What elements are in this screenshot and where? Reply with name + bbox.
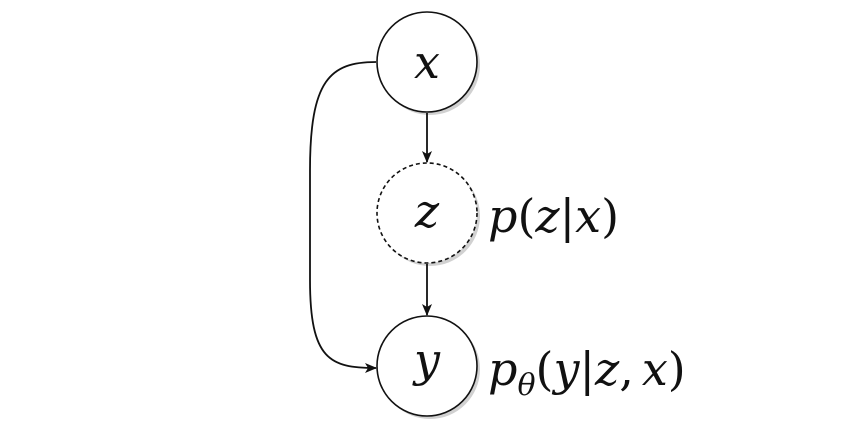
node-x-label: x bbox=[414, 35, 440, 89]
node-y-label: y bbox=[412, 333, 441, 387]
pz-func: p bbox=[488, 189, 517, 243]
node-y-circle bbox=[376, 315, 478, 417]
pz-open-paren: ( bbox=[517, 189, 535, 243]
pz-bar: | bbox=[560, 189, 576, 243]
pz-close-paren: ) bbox=[601, 189, 619, 243]
py-open-paren: ( bbox=[536, 342, 554, 396]
py-subscript-theta: θ bbox=[517, 368, 535, 403]
py-var-z: z bbox=[594, 342, 620, 396]
py-bar: | bbox=[579, 342, 595, 396]
py-func: p bbox=[488, 342, 517, 396]
pz-var-x: x bbox=[575, 189, 601, 243]
annotation-p-theta-y-given-zx: pθ(y|z,x) bbox=[488, 342, 686, 403]
pz-var-z: z bbox=[534, 189, 560, 243]
py-close-paren: ) bbox=[668, 342, 686, 396]
node-y: y bbox=[376, 315, 480, 419]
py-var-y: y bbox=[551, 342, 580, 396]
node-x-circle bbox=[376, 11, 478, 113]
node-z-label: z bbox=[414, 184, 440, 238]
node-x: x bbox=[376, 11, 480, 115]
py-comma: , bbox=[619, 342, 634, 396]
edge-x-to-y-curved bbox=[309, 61, 377, 373]
node-z: z bbox=[376, 162, 480, 266]
node-z-circle bbox=[376, 162, 478, 264]
py-var-x: x bbox=[642, 342, 668, 396]
annotation-p-z-given-x: p(z|x) bbox=[488, 189, 619, 243]
